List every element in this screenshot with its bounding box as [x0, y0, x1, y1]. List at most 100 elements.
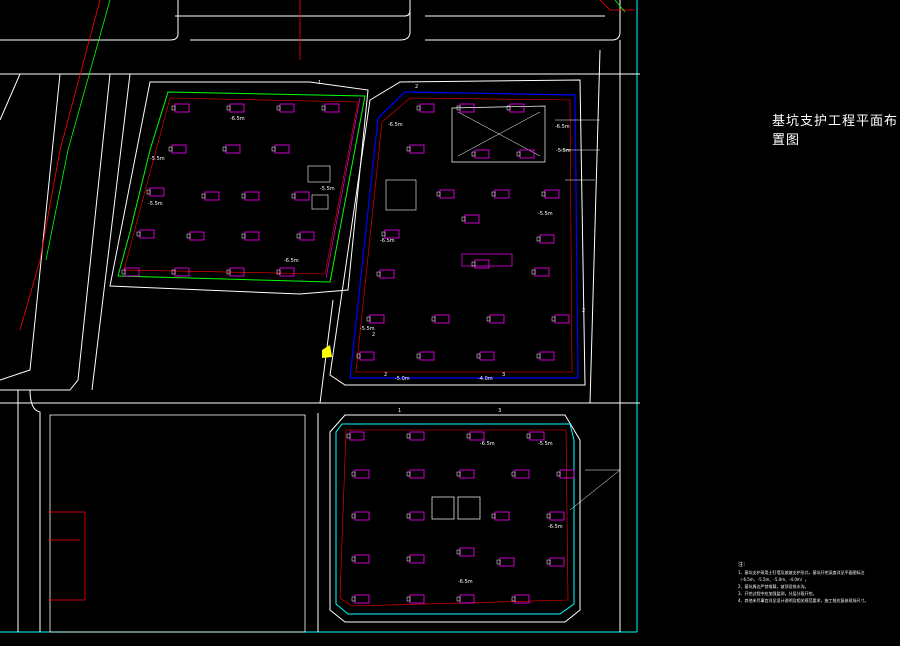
svg-text:-6.5m: -6.5m: [480, 441, 495, 447]
building-wing: [366, 316, 371, 322]
building-wing: [531, 269, 536, 275]
section-mark: 1: [398, 408, 401, 414]
section-mark: 2: [415, 84, 418, 90]
design-notes: 注： 1、基坑支护采用土钉墙及放坡支护形式，基坑开挖深度详见平面图标注（-6.5…: [738, 562, 888, 604]
building-wing: [226, 269, 231, 275]
section-mark: 3: [498, 408, 501, 414]
building-wing: [321, 105, 326, 111]
building-wing: [351, 556, 356, 562]
building-wing: [406, 556, 411, 562]
building-wing: [511, 596, 516, 602]
building-wing: [201, 193, 206, 199]
svg-text:-5.5m: -5.5m: [320, 186, 335, 192]
north-entrance-marker: [322, 345, 332, 358]
building-wing: [416, 353, 421, 359]
building-wing: [186, 233, 191, 239]
svg-text:-5.5m: -5.5m: [148, 201, 163, 207]
building-wing: [471, 261, 476, 267]
section-mark: 2: [384, 372, 387, 378]
building-wing: [476, 353, 481, 359]
building-wing: [546, 559, 551, 565]
building-wing: [486, 316, 491, 322]
building-wing: [506, 105, 511, 111]
building-wing: [466, 433, 471, 439]
building-wing: [416, 105, 421, 111]
building-footprints: [121, 103, 575, 604]
drawing-title: 基坑支护工程平面布置图: [772, 114, 899, 148]
building-wing: [346, 433, 351, 439]
svg-text:-4.0m: -4.0m: [478, 376, 493, 382]
svg-text:-6.5m: -6.5m: [388, 122, 403, 128]
note-line: 2、基坑周边严禁堆载，坡顶设排水沟。: [738, 584, 809, 589]
section-mark: 2: [582, 308, 585, 314]
building-wing: [171, 105, 176, 111]
building-wing: [121, 269, 126, 275]
building-wing: [526, 433, 531, 439]
svg-text:-5.5m: -5.5m: [538, 211, 553, 217]
building-wing: [351, 513, 356, 519]
block-southwest: [48, 414, 306, 633]
building-wing: [536, 353, 541, 359]
building-wing: [406, 433, 411, 439]
building-wing: [291, 193, 296, 199]
building-wing: [136, 231, 141, 237]
building-wing: [276, 105, 281, 111]
building-wing: [431, 316, 436, 322]
section-mark: 3: [502, 372, 505, 378]
building-wing: [546, 513, 551, 519]
building-wing: [146, 189, 151, 195]
building-wing: [406, 596, 411, 602]
building-wing: [496, 559, 501, 565]
building-wing: [381, 231, 386, 237]
notes-heading: 注：: [738, 562, 749, 568]
building-wing: [168, 146, 173, 152]
building-wing: [551, 316, 556, 322]
note-line: 1、基坑支护采用土钉墙及放坡支护形式，基坑开挖深度详见平面图标注（-6.5m、-…: [738, 570, 865, 582]
svg-text:-6.5m: -6.5m: [284, 258, 299, 264]
building-wing: [516, 151, 521, 157]
building-wing: [456, 105, 461, 111]
svg-text:-6.5m: -6.5m: [548, 524, 563, 530]
building-wing: [276, 269, 281, 275]
section-marks: 1 2 2 3 1 3 2 2: [318, 80, 585, 414]
svg-text:-6.5m: -6.5m: [380, 238, 395, 244]
building-wing: [556, 471, 561, 477]
building-wing: [491, 191, 496, 197]
building-wing: [222, 146, 227, 152]
building-wing: [351, 471, 356, 477]
building-wing: [456, 549, 461, 555]
building-wing: [406, 146, 411, 152]
svg-text:-5.5m: -5.5m: [360, 326, 375, 332]
svg-text:-5.5m: -5.5m: [556, 148, 571, 154]
svg-text:-5.0m: -5.0m: [395, 376, 410, 382]
svg-text:-6.5m: -6.5m: [458, 579, 473, 585]
boundary-lines-topleft: [19, 0, 635, 331]
building-wing: [296, 233, 301, 239]
section-mark: 1: [318, 80, 321, 86]
building-wing: [351, 596, 356, 602]
building-wing: [471, 151, 476, 157]
building-wing: [456, 471, 461, 477]
building-wing: [406, 471, 411, 477]
building-wing: [491, 513, 496, 519]
building-wing: [226, 105, 231, 111]
building-wing: [436, 191, 441, 197]
building-wing: [171, 269, 176, 275]
building-wing: [461, 216, 466, 222]
svg-text:-6.5m: -6.5m: [230, 116, 245, 122]
svg-text:-6.5m: -6.5m: [555, 124, 570, 130]
building-wing: [511, 471, 516, 477]
building-wing: [406, 513, 411, 519]
note-line: 4、其他未尽事宜详见设计说明及相关规范要求，施工前应复核现场尺寸。: [738, 598, 869, 603]
building-wing: [241, 193, 246, 199]
svg-text:-5.5m: -5.5m: [538, 441, 553, 447]
dimension-leaders: [555, 119, 621, 511]
building-wing: [356, 353, 361, 359]
block-northwest: -6.5m -5.5m -5.5m -5.5m -6.5m: [109, 81, 369, 295]
building-wing: [241, 233, 246, 239]
svg-text:-5.5m: -5.5m: [150, 156, 165, 162]
section-mark: 2: [372, 332, 375, 338]
